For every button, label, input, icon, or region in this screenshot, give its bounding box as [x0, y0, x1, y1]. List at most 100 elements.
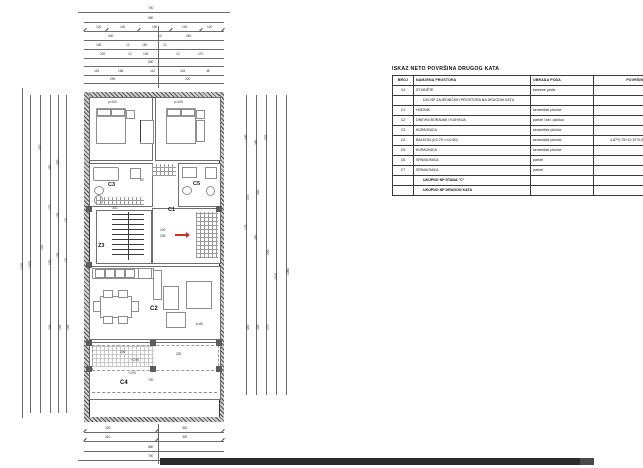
- dim-a-2: 140: [120, 25, 126, 29]
- parapet-c2: p=60: [196, 322, 204, 326]
- cell-obrada: keramičke pločice: [530, 125, 594, 136]
- dim-a-1: 120: [96, 25, 102, 29]
- dim-d-3: 105: [143, 52, 149, 56]
- dim-left-100b: 100: [56, 252, 60, 258]
- dim-right-1060: 1060: [286, 268, 290, 275]
- col-obrada: OBRADA PODA: [530, 75, 594, 86]
- dim-680-top: 680: [148, 16, 154, 20]
- balcony-dim-a: 200: [120, 350, 126, 354]
- door-dim-c1-b: 205: [160, 234, 166, 238]
- dim-left-140b: 140: [66, 324, 70, 330]
- dim-right-340: 340: [256, 189, 260, 195]
- dim-f-3: 112: [150, 69, 155, 73]
- cell-broj: 24: [392, 85, 414, 96]
- door-dim-c1-a: 100: [160, 228, 166, 232]
- level-mark-c2: +2,96: [131, 358, 139, 362]
- cell-broj: C5: [392, 145, 414, 156]
- cell-povrsina: 4,82: [593, 125, 643, 136]
- cell-broj: [392, 175, 414, 186]
- dim-left-1015: 1015: [28, 261, 32, 268]
- dim-b-2: 10: [158, 34, 162, 38]
- cell-obrada: [530, 185, 594, 196]
- dim-a-4: 140: [182, 25, 188, 29]
- table-row: C7SPAVAONICAparket14,27: [392, 165, 643, 176]
- cell-obrada: keramičke pločice: [530, 145, 594, 156]
- table-row: UKUPNO NP DRUGOG KATA92,31: [392, 185, 643, 196]
- cell-povrsina: 14,27: [593, 165, 643, 176]
- cell-namjena: UKUPNO NP DRUGOG KATA: [413, 185, 531, 196]
- footer-title-bar-end: [580, 458, 594, 465]
- dim-left-12a: 12: [64, 218, 68, 222]
- room-label-c4: C4: [120, 380, 128, 386]
- cell-povrsina: 32,44: [593, 115, 643, 126]
- cell-povrsina: 7,35: [593, 105, 643, 116]
- dim-bottom-700: 700: [148, 454, 154, 458]
- dim-f-5: 45: [206, 69, 210, 73]
- dim-700-top: 700: [148, 6, 154, 10]
- cell-obrada: parket: [530, 165, 594, 176]
- dim-left-110: 110: [40, 245, 44, 250]
- room-label-c5: C5: [193, 181, 201, 187]
- dim-e-630: 630: [148, 60, 154, 64]
- cell-namjena: KUPAONICA: [413, 125, 531, 136]
- cell-namjena: SPAVAONICA: [413, 155, 531, 166]
- dim-left-470: 470: [38, 144, 42, 150]
- dim-right-370: 370: [246, 194, 250, 200]
- dim-d-5: 170: [198, 52, 204, 56]
- area-schedule-table: BROJ NAMJENA PROSTORA OBRADA PODA POVRŠI…: [392, 75, 643, 196]
- cell-broj: C4: [392, 135, 414, 146]
- cell-namjena: BALKON (l=0,75 i h=0,50): [413, 135, 531, 146]
- dim-left-100a: 100: [56, 212, 60, 218]
- dim-left-240: 240: [48, 324, 52, 330]
- cell-obrada: parket: [530, 155, 594, 166]
- cell-broj: [392, 95, 414, 106]
- cell-povrsina: 9,65: [593, 95, 643, 106]
- area-schedule: ISKAZ NETO POVRŠINA DRUGOG KATA BROJ NAM…: [392, 66, 643, 196]
- dim-left-220: 220: [56, 159, 60, 165]
- balcony-dim-b: 230: [176, 352, 182, 356]
- dim-d-4: 12: [176, 52, 180, 56]
- dim-right-230: 230: [266, 249, 270, 255]
- table-header-row: BROJ NAMJENA PROSTORA OBRADA PODA POVRŠI…: [392, 75, 643, 86]
- room-label-c1: C1: [168, 207, 176, 213]
- cell-obrada: keramičke pločice: [530, 105, 594, 116]
- table-row: C6SPAVAONICAparket11,40: [392, 155, 643, 166]
- cell-broj: C7: [392, 165, 414, 176]
- cell-povrsina: 3,72: [593, 145, 643, 156]
- dim-d-1: 220: [100, 52, 106, 56]
- stair-dim: 301: [112, 206, 118, 210]
- room-label-z3: Z3: [98, 243, 105, 249]
- cell-broj: [392, 185, 414, 196]
- door-dim-c3: 80: [140, 178, 144, 182]
- cell-broj: C3: [392, 125, 414, 136]
- dim-bottom-300a: 300: [182, 426, 188, 430]
- dim-left-140a: 140: [58, 324, 62, 330]
- balcony-width: 700: [148, 378, 154, 382]
- dim-d-2: 12: [128, 52, 132, 56]
- dim-g-1: 290: [110, 77, 116, 81]
- cell-namjena: DNEVNI BORAVAK I KUHINJA: [413, 115, 531, 126]
- dim-left-12b: 12: [64, 258, 68, 262]
- dim-bottom-325: 325: [105, 426, 111, 430]
- cell-broj: C6: [392, 155, 414, 166]
- cell-namjena: KUPAONICA: [413, 145, 531, 156]
- dim-left-450: 450: [48, 164, 52, 170]
- cell-povrsina: 4,87*0,75+10,37*0,50=8,66: [593, 135, 643, 146]
- dim-bottom-310: 310: [105, 435, 111, 439]
- col-broj: BROJ: [392, 75, 414, 86]
- table-row: DIO NP ZAJEDNIČKIH PROSTORA NA DRUGOM KA…: [392, 95, 643, 106]
- footer-title-bar: [160, 458, 580, 465]
- dim-left-100c: 100: [48, 259, 52, 265]
- dim-right-330: 330: [256, 324, 260, 330]
- dim-g-2: 220: [185, 77, 191, 81]
- col-namjena: NAMJENA PROSTORA: [413, 75, 531, 86]
- dim-right-175: 175: [244, 224, 248, 230]
- room-label-c3: C3: [108, 182, 116, 188]
- cell-namjena: DIO NP ZAJEDNIČKIH PROSTORA NA DRUGOM KA…: [413, 95, 531, 106]
- cell-namjena: STUBIŠTE: [413, 85, 531, 96]
